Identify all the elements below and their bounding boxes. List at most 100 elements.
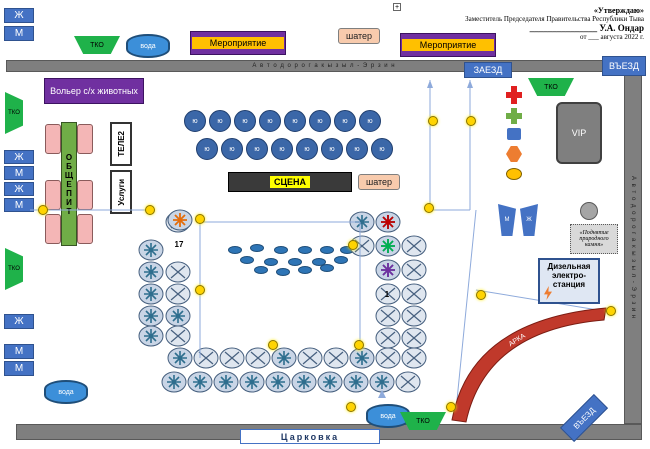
approval-signature: _______________ У.А. Ондар [529,23,644,33]
restroom-zh-icon: Ж [520,204,538,236]
round-table: ю [259,110,281,132]
restroom-m-label: М [504,217,510,223]
right-road-label: А в т о д о р о г а к ы з ы л - Э р з и … [630,176,636,320]
seat-puck [240,256,254,264]
light-marker [428,116,438,126]
tko-bin: ТКО [5,248,23,290]
water-tank: вода [126,34,170,58]
seat-puck [320,264,334,272]
seat-puck [274,246,288,254]
restroom-zh-box: Ж [4,314,34,329]
event-banner: Мероприятие [400,33,496,57]
event-label: Мероприятие [402,39,494,51]
security-icon [507,128,521,140]
round-table: ю [271,138,293,160]
tko-bin: ТКО [5,92,23,134]
restroom-zh-label: Ж [526,217,532,223]
light-marker [354,340,364,350]
seat-puck [228,246,242,254]
top-road-label: А в т о д о р о г а к ы з ы л - Э р з и … [252,63,396,69]
pharmacy-icon [506,108,522,124]
event-label: Мероприятие [192,37,284,49]
tko-bin: ТКО [528,78,574,96]
stage-label: СЦЕНА [269,176,311,188]
seat-puck [312,258,326,266]
seat-puck [254,266,268,274]
light-marker [446,402,456,412]
tko-bin: ТКО [400,412,446,430]
restroom-m-box: М [4,344,34,359]
stone-event: «Поднятие природного камня» [570,224,618,254]
food-stall [77,214,93,244]
round-table: ю [184,110,206,132]
vip-area: VIP [556,102,602,164]
restroom-zh-box: Ж [4,150,34,164]
seat-puck [320,246,334,254]
food-court-label: ОБЩЕПИТ [64,152,74,216]
round-table: ю [371,138,393,160]
info-icon [506,168,522,180]
first-aid-icon [506,86,522,104]
light-marker [466,116,476,126]
lightning-icon [544,286,552,300]
tent: шатер [358,174,400,190]
light-marker [348,240,358,250]
restroom-m-box: М [4,26,34,41]
seat-puck [276,268,290,276]
light-marker [195,214,205,224]
round-table: ю [221,138,243,160]
stage: СЦЕНА [228,172,352,192]
light-marker [476,290,486,300]
restroom-zh-box: Ж [4,182,34,196]
light-marker [195,285,205,295]
round-table: ю [359,110,381,132]
approval-position: Заместитель Председателя Правительства Р… [465,15,644,23]
restroom-m-box: М [4,166,34,180]
fire-icon [506,146,522,162]
table-area: ю ю ю ю ю ю ю ю ю ю ю ю ю ю ю ю [184,110,394,162]
seat-puck [298,246,312,254]
diesel-label: Дизельная электро-станция [547,262,591,289]
round-table: ю [284,110,306,132]
light-marker [606,306,616,316]
restroom-m-box: М [4,198,34,212]
round-table: ю [334,110,356,132]
restroom-zh-box: Ж [4,8,34,23]
stone-icon [580,202,598,220]
round-table: ю [296,138,318,160]
tko-bin: ТКО [74,36,120,54]
tent: шатер [338,28,380,44]
services-booth: Услуги [110,170,132,214]
round-table: ю [309,110,331,132]
seat-puck [250,244,264,252]
food-stall [45,214,61,244]
seat-number: 17 [174,239,184,249]
approval-date: от ___ августа 2022 г. [580,33,644,41]
restroom-m-icon: М [498,204,516,236]
light-marker [424,203,434,213]
zaezd-sign: ЗАЕЗД [464,62,512,78]
approval-title: «Утверждаю» [593,6,644,15]
diesel-station: Дизельная электро-станция [538,258,600,304]
round-table: ю [209,110,231,132]
light-marker [38,205,48,215]
round-table: ю [234,110,256,132]
light-marker [268,340,278,350]
light-marker [346,402,356,412]
approval-block: «Утверждаю» Заместитель Председателя Пра… [420,6,644,41]
food-stall [45,124,61,154]
seat-puck [264,258,278,266]
seat-puck [334,256,348,264]
seat-puck [298,266,312,274]
anchor-icon: + [393,3,401,11]
parking-label: Царковка [280,431,340,442]
seat-number: 1 [384,289,390,299]
round-table: ю [196,138,218,160]
vyezd-sign: ВЪЕЗД [602,56,646,76]
animal-enclosure: Вольер с/х животных [44,78,144,104]
food-court: ОБЩЕПИТ [61,122,77,246]
restroom-m-box: М [4,361,34,376]
round-table: ю [321,138,343,160]
food-stall [77,124,93,154]
